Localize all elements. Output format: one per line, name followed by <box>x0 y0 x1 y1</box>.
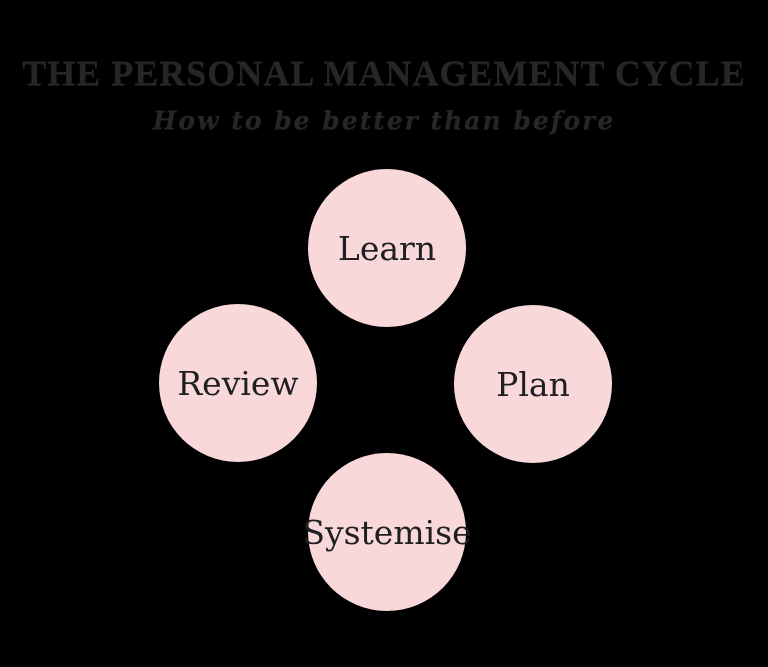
page-subtitle: How to be better than before <box>152 106 616 135</box>
cycle-node-learn: Learn <box>308 169 466 327</box>
cycle-node-label: Systemise <box>302 512 472 552</box>
cycle-node-label: Plan <box>496 364 570 404</box>
cycle-node-review: Review <box>159 304 317 462</box>
cycle-node-systemise: Systemise <box>302 453 472 611</box>
diagram-header: THE PERSONAL MANAGEMENT CYCLE How to be … <box>0 54 768 135</box>
cycle-node-plan: Plan <box>454 305 612 463</box>
cycle-node-label: Learn <box>337 228 437 268</box>
page-title: THE PERSONAL MANAGEMENT CYCLE <box>22 53 746 93</box>
cycle-node-label: Review <box>177 363 299 403</box>
